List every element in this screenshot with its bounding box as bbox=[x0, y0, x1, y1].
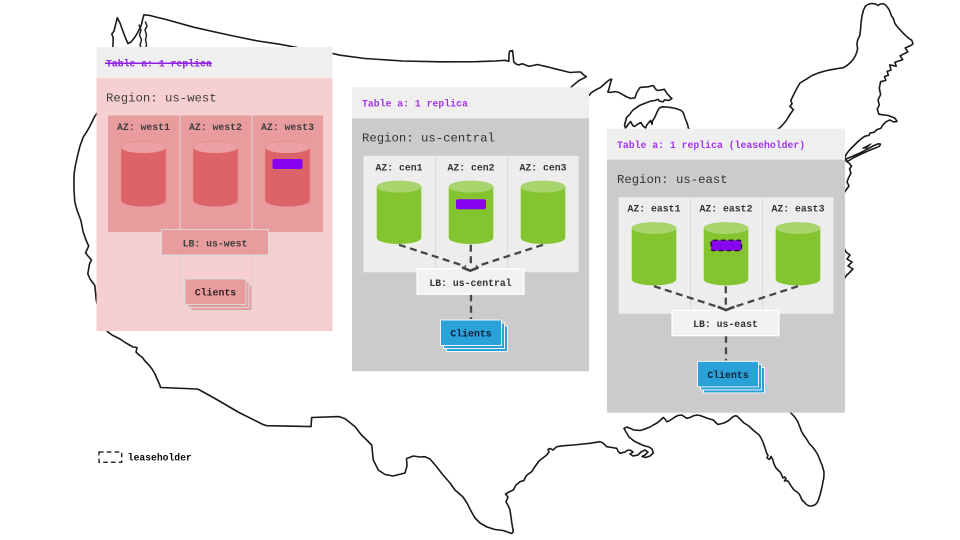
svg-text:AZ: west1: AZ: west1 bbox=[117, 122, 170, 133]
svg-text:AZ: east2: AZ: east2 bbox=[700, 204, 753, 215]
svg-text:Region: us-east: Region: us-east bbox=[617, 173, 728, 187]
svg-text:Table a: 1 replica (leaseholde: Table a: 1 replica (leaseholder) bbox=[617, 140, 805, 151]
svg-text:leaseholder: leaseholder bbox=[128, 452, 192, 463]
svg-text:AZ: east1: AZ: east1 bbox=[628, 204, 681, 215]
svg-text:AZ: west3: AZ: west3 bbox=[261, 122, 314, 133]
svg-text:Clients: Clients bbox=[195, 288, 236, 299]
svg-text:Table a: 1 replica: Table a: 1 replica bbox=[106, 59, 212, 70]
svg-text:Table a: 1 replica: Table a: 1 replica bbox=[362, 99, 468, 110]
svg-text:Clients: Clients bbox=[450, 329, 491, 340]
svg-text:Clients: Clients bbox=[707, 370, 748, 381]
svg-text:AZ: cen3: AZ: cen3 bbox=[519, 162, 566, 173]
svg-text:Region: us-west: Region: us-west bbox=[106, 92, 217, 106]
svg-text:AZ: cen1: AZ: cen1 bbox=[375, 162, 422, 173]
svg-text:Region: us-central: Region: us-central bbox=[362, 132, 495, 146]
svg-text:LB: us-west: LB: us-west bbox=[183, 239, 248, 250]
svg-text:AZ: cen2: AZ: cen2 bbox=[447, 162, 494, 173]
svg-text:AZ: west2: AZ: west2 bbox=[189, 122, 242, 133]
svg-text:AZ: east3: AZ: east3 bbox=[772, 204, 825, 215]
svg-text:LB: us-east: LB: us-east bbox=[693, 319, 758, 330]
svg-text:LB: us-central: LB: us-central bbox=[429, 278, 511, 289]
